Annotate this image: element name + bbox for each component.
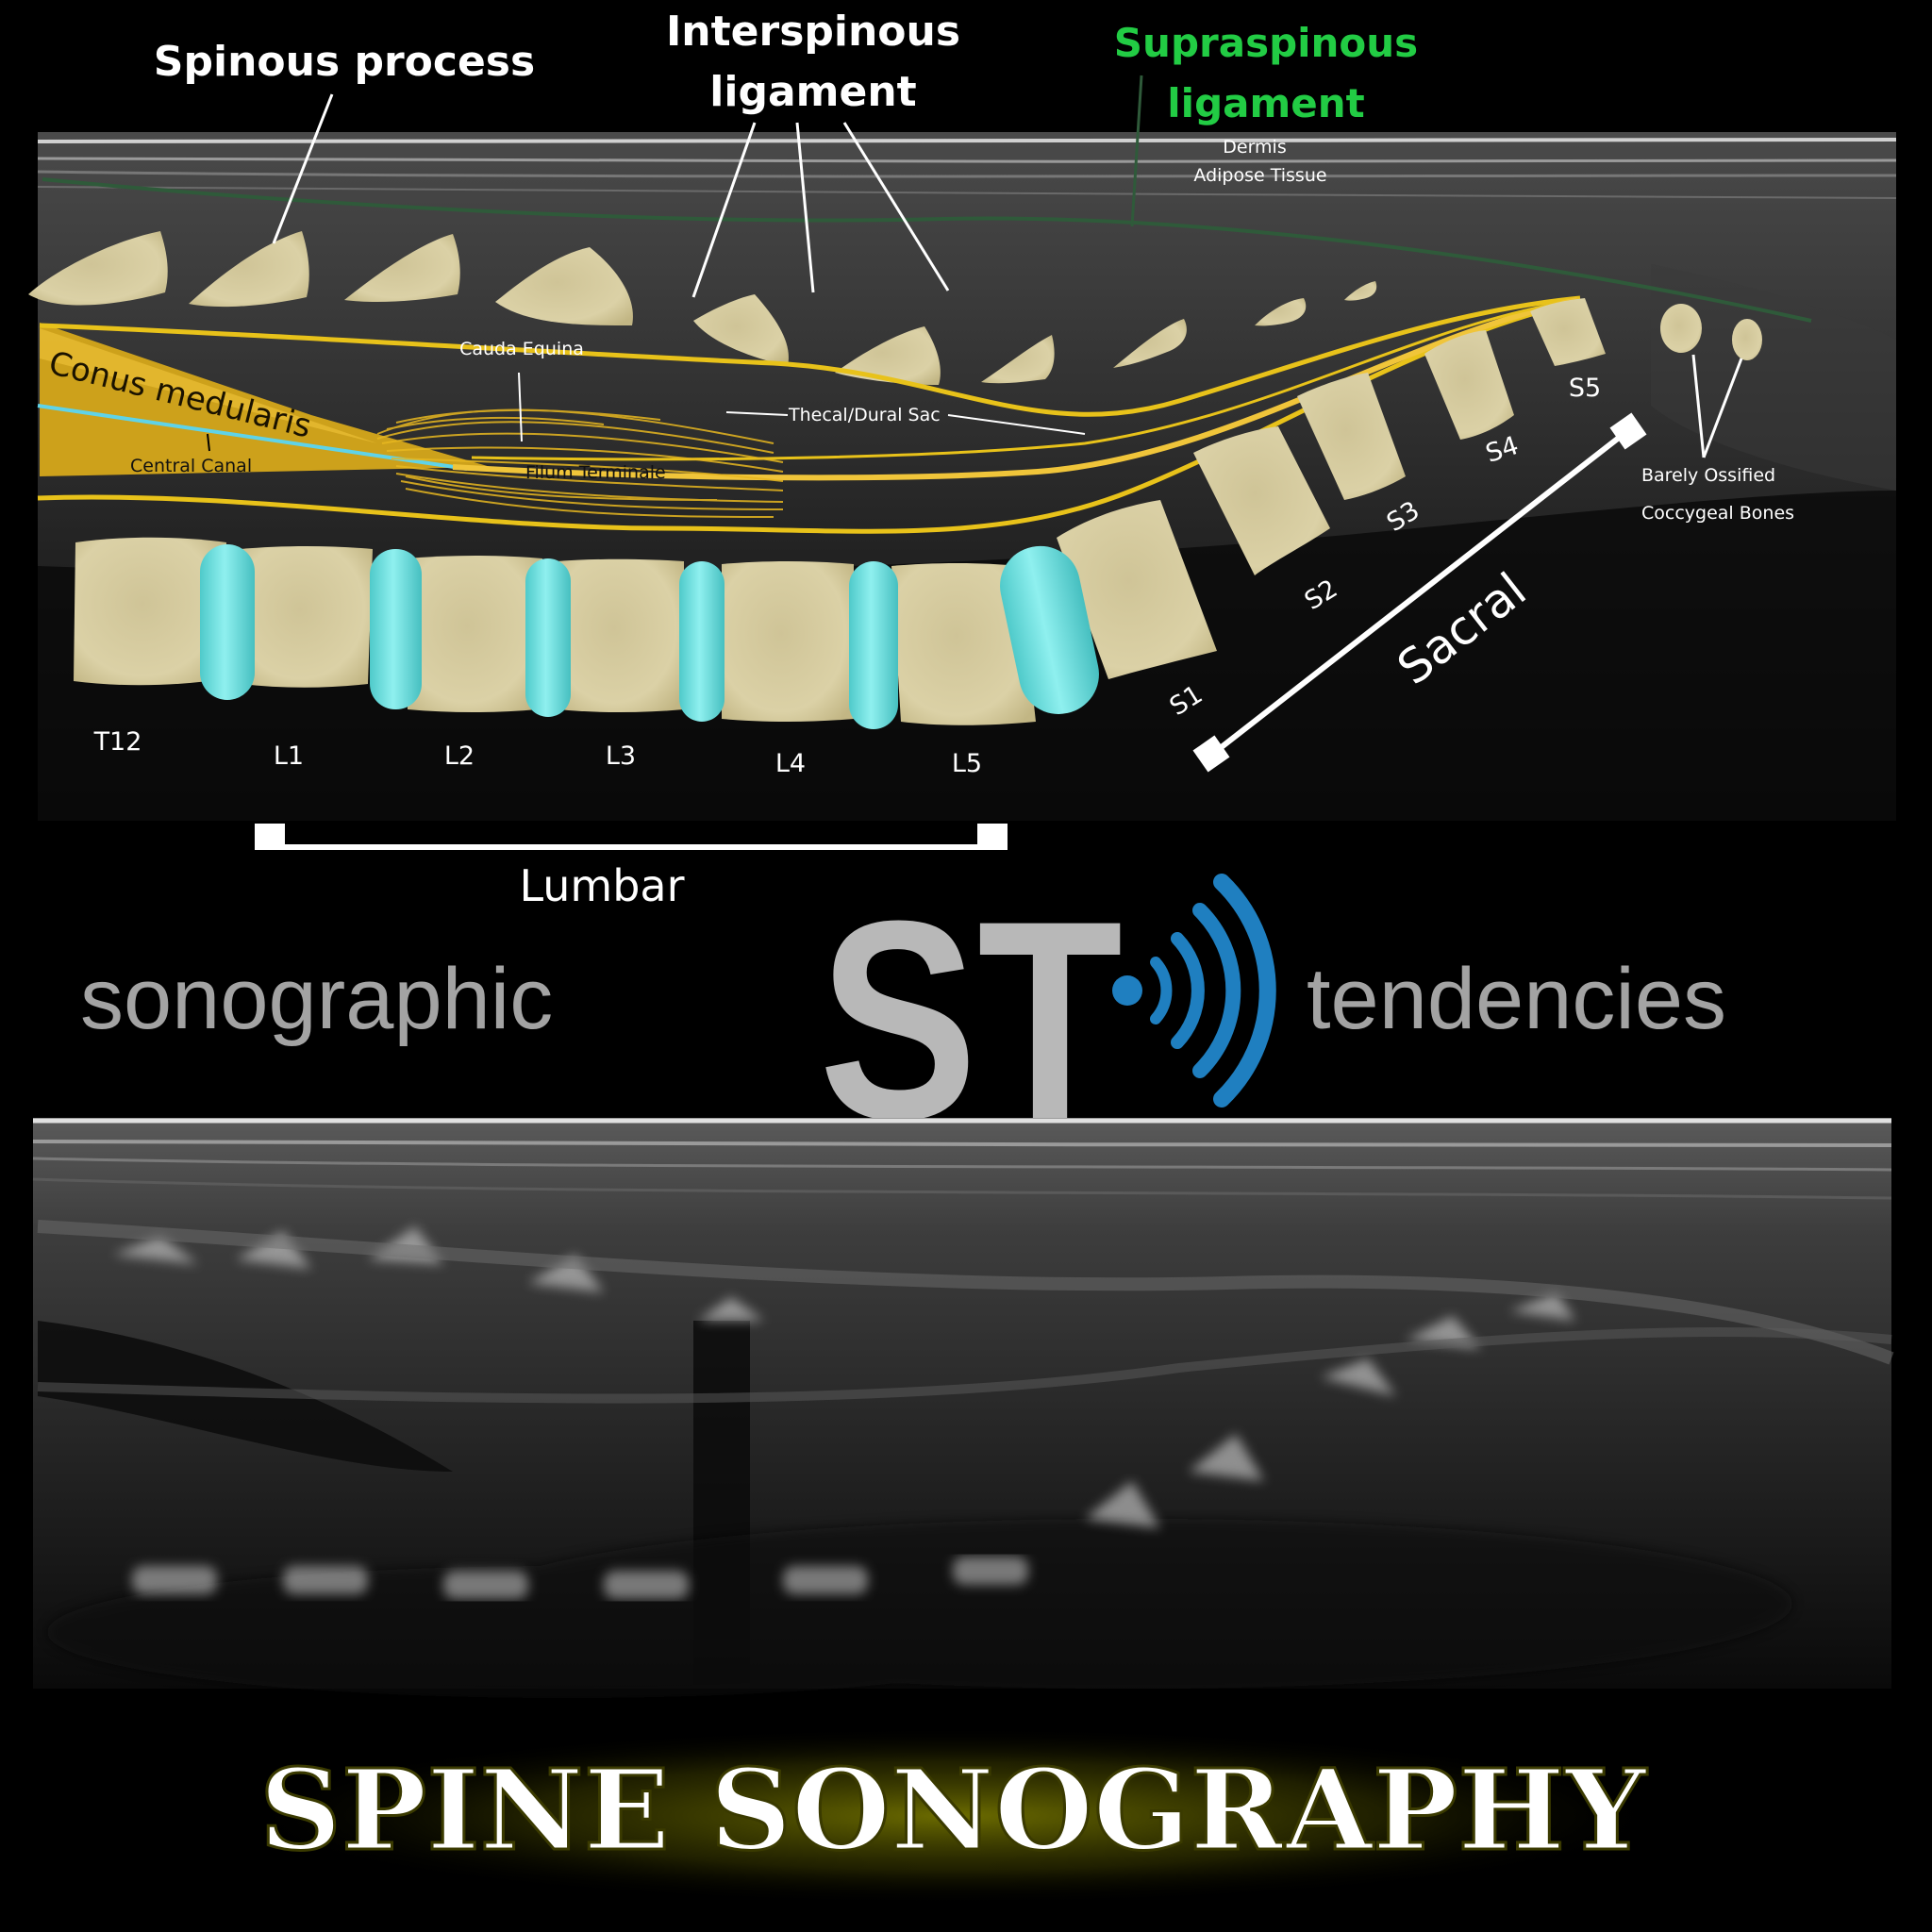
vertebra-L5 [891,563,1036,725]
spinous-process [693,294,789,366]
label-thecal-sac: Thecal/Dural Sac [788,405,941,425]
spinous-process [189,231,309,308]
label-central-canal: Central Canal [130,456,252,476]
central-canal-line [37,404,468,471]
vertebra-label: L1 [274,741,304,771]
vertebra-label: L4 [775,749,806,778]
label-lumbar: Lumbar [519,860,684,911]
label-supraspinous-2: ligament [1167,80,1364,126]
disc [849,561,898,729]
vertebra-S5 [1530,298,1606,366]
disc [679,561,724,722]
label-dermis: Dermis [1223,137,1286,158]
label-filum-terminale: Filum Terminale [525,462,666,483]
brand-right-word: tendencies [1307,951,1726,1047]
vertebra-label: S5 [1569,374,1601,403]
cauda-equina-strands [376,408,784,518]
coccygeal-bone [1660,304,1702,353]
spinous-process [835,326,941,385]
vertebra-label: T12 [93,727,142,757]
spinous-process [344,234,460,302]
coccygeal-bone [1732,319,1762,360]
vertebra-T12 [74,537,226,686]
page-title: SPINE SONOGRAPHY [259,1744,1648,1875]
label-barely-ossified: Barely Ossified [1641,465,1775,486]
vertebra-label: L2 [444,741,475,771]
disc [200,544,255,700]
vertebra-L2 [406,556,542,712]
vertebra-L1 [241,546,373,688]
label-interspinous-2: ligament [709,68,916,116]
disc [370,549,422,709]
bottom-ultrasound-image [32,1118,1894,1698]
spinous-process [28,231,168,306]
label-spinous-process: Spinous process [154,38,535,86]
vertebral-bodies [74,298,1762,725]
spinous-process [981,335,1055,384]
sound-wave-icon [1112,874,1276,1108]
vertebra-label: L3 [606,741,636,771]
vertebra-S3 [1297,373,1406,500]
spinous-process [1344,281,1377,301]
vertebra-L4 [722,561,854,722]
label-cauda-equina: Cauda Equina [459,339,584,359]
vertebra-L3 [557,558,684,712]
spinous-process [1113,319,1187,368]
disc [525,558,571,717]
label-interspinous-1: Interspinous [666,8,960,56]
brand-left-word: sonographic [80,951,553,1047]
neural-structures [37,295,1581,534]
vertebra-S2 [1193,426,1330,575]
annotation-pointers [272,75,1743,458]
label-coccygeal-bones: Coccygeal Bones [1641,503,1794,524]
intervertebral-discs [200,544,1099,729]
title-block: SPINE SONOGRAPHY [236,1726,1670,1906]
vertebra-S4 [1424,330,1514,440]
sacral-bracket [1192,412,1647,773]
spinous-process [495,247,633,325]
label-adipose: Adipose Tissue [1193,165,1326,186]
disc [1000,545,1099,714]
label-supraspinous-1: Supraspinous [1114,20,1418,66]
spinous-processes [28,231,1377,385]
spinous-process [1255,298,1307,326]
lumbar-bracket [255,824,1008,850]
vertebra-label: L5 [952,749,982,778]
vertebra-S1 [1057,500,1217,679]
